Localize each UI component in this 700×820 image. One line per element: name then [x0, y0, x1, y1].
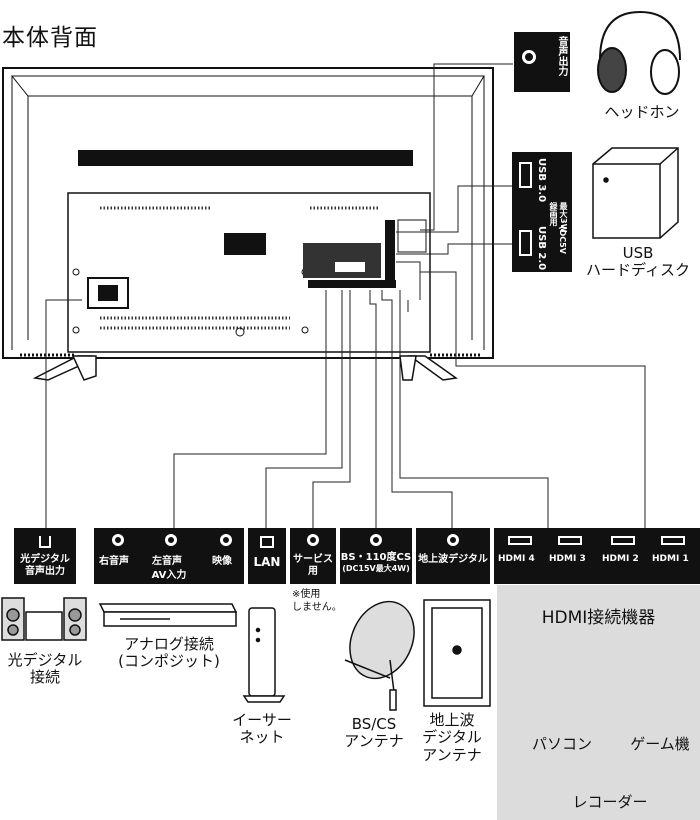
hdmi-devices-panel: HDMI接続機器 [497, 585, 700, 820]
usb-power-max: 最大3W [559, 202, 568, 233]
game-label: ゲーム機 [630, 735, 690, 753]
optical-port: 光デジタル音声出力 [14, 528, 76, 584]
usb-power-label: 録画用 [549, 202, 558, 226]
rca-jack-icon [220, 534, 232, 546]
terminal-grille [303, 243, 381, 278]
usb2-label: USB 2.0 [536, 226, 547, 271]
rca-jack-icon [165, 534, 177, 546]
audio-out-port-box: 音声出力 [514, 32, 570, 92]
hdmi-icon [661, 536, 685, 545]
antenna-outlet-icon [423, 599, 491, 707]
router-icon [242, 607, 286, 703]
terrestrial-label: 地上波デジタル [418, 554, 488, 565]
pc-label: パソコン [531, 735, 592, 753]
service-note: ※使用しません。 [292, 589, 342, 613]
hdmi-icon [558, 536, 582, 545]
page-title: 本体背面 [2, 25, 98, 51]
coax-jack-icon [447, 534, 459, 546]
dvd-player-icon [98, 603, 238, 627]
hdmi3-label: HDMI 3 [549, 554, 586, 564]
ethernet-label: イーサーネット [232, 711, 292, 747]
usb-port-icon [519, 162, 532, 188]
stereo-icon [1, 597, 87, 641]
usb-power-volt: (DC5V [558, 226, 567, 254]
satellite-dish-icon [344, 600, 415, 711]
video-label: 映像 [212, 556, 232, 567]
lan-icon [260, 536, 274, 548]
terrestrial-port: 地上波デジタル [416, 528, 490, 584]
hdmi2-label: HDMI 2 [602, 554, 639, 564]
optical-icon [39, 536, 51, 548]
rear-panel [67, 192, 431, 353]
terrestrial-antenna-label: 地上波デジタルアンテナ [422, 711, 482, 764]
left-audio-label: 左音声 [152, 556, 182, 567]
usb-hdd-icon [592, 147, 679, 239]
audio-out-label: 音声出力 [556, 36, 567, 76]
service-port: サービス用 [290, 528, 336, 584]
stand-right [407, 355, 458, 381]
headphones-icon [597, 10, 681, 95]
audio-jack-icon [522, 50, 536, 64]
coax-jack-icon [370, 534, 382, 546]
hdmi-ports: HDMI 4 HDMI 3 HDMI 2 HDMI 1 [494, 528, 700, 584]
lan-label: LAN [253, 555, 281, 569]
hdmi-icon [611, 536, 635, 545]
rca-jack-icon [112, 534, 124, 546]
bs-cs-port: BS・110度CS(DC15V最大4W) [340, 528, 412, 584]
av-input-port: 右音声 左音声 映像 AV入力 [94, 528, 244, 584]
usb3-label: USB 3.0 [536, 158, 547, 203]
top-slot [78, 150, 413, 166]
recorder-label: レコーダー [572, 793, 648, 811]
connection-wires [45, 63, 646, 528]
analog-device-label: アナログ接続(コンポジット) [118, 635, 220, 671]
hdmi1-label: HDMI 1 [652, 554, 689, 564]
headphones-label: ヘッドホン [604, 103, 680, 121]
usb-port-box: USB 3.0 USB 2.0 録画用 最大3W (DC5V [512, 152, 572, 272]
av-input-label: AV入力 [151, 570, 187, 581]
service-label: サービス用 [293, 554, 333, 577]
lan-port: LAN [248, 528, 286, 584]
hdmi-panel-title: HDMI接続機器 [541, 608, 656, 628]
right-audio-label: 右音声 [99, 556, 129, 567]
hdmi-icon [508, 536, 532, 545]
optical-device-label: 光デジタル接続 [7, 651, 83, 687]
hdmi4-label: HDMI 4 [498, 554, 535, 564]
usb-port-icon [519, 230, 532, 256]
service-jack-icon [307, 534, 319, 546]
